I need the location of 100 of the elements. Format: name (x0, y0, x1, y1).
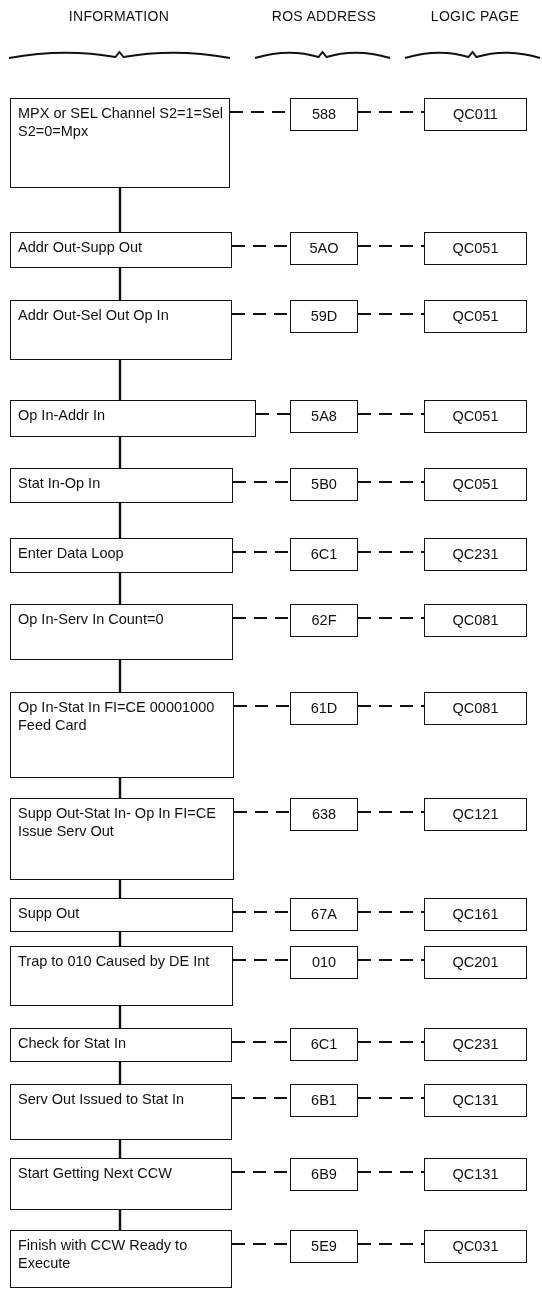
dashed-connector (233, 958, 290, 962)
step-text: Supp Out-Stat In- Op In FI=CE Issue Serv Out (17, 804, 217, 840)
page-reference-box (424, 692, 527, 725)
dashed-connector (358, 312, 424, 316)
page-reference-box (424, 538, 527, 571)
process-box (10, 604, 233, 660)
step-text: Addr Out-Sel Out Op In (17, 306, 170, 324)
dashed-connector (358, 1096, 424, 1100)
address-box (290, 400, 358, 433)
reference-code: QC161 (451, 905, 500, 923)
connector-line (118, 1062, 122, 1084)
address-box (290, 604, 358, 637)
page-reference-box (424, 1158, 527, 1191)
reference-code: 5A8 (310, 407, 338, 425)
step-text: Serv Out Issued to Stat In (17, 1090, 186, 1108)
address-box (290, 1084, 358, 1117)
address-box (290, 98, 358, 131)
reference-code: 5B0 (310, 475, 338, 493)
dashed-connector (232, 1242, 290, 1246)
process-box (10, 798, 234, 880)
dashed-connector (358, 910, 424, 914)
step-text: Enter Data Loop (17, 544, 125, 562)
address-box (290, 946, 358, 979)
dashed-connector (358, 810, 424, 814)
connector-line (118, 1140, 122, 1158)
dashed-connector (358, 480, 424, 484)
page-reference-box (424, 1084, 527, 1117)
connector-line (118, 1006, 122, 1028)
process-box (10, 1230, 232, 1288)
page-reference-box (424, 898, 527, 931)
step-text: Start Getting Next CCW (17, 1164, 173, 1182)
dashed-connector (256, 412, 290, 416)
connector-line (118, 188, 122, 232)
step-text: Op In-Stat In FI=CE 00001000 Feed Card (17, 698, 216, 734)
reference-code: 010 (310, 953, 338, 971)
step-text: MPX or SEL Channel S2=1=Sel S2=0=Mpx (17, 104, 224, 140)
reference-code: 6B1 (310, 1091, 338, 1109)
dashed-connector (233, 616, 290, 620)
reference-code: 588 (310, 105, 338, 123)
column-heading: INFORMATION (67, 8, 171, 24)
reference-code: 6B9 (310, 1165, 338, 1183)
dashed-connector (233, 910, 290, 914)
address-box (290, 1230, 358, 1263)
dashed-connector (358, 1170, 424, 1174)
page-reference-box (424, 468, 527, 501)
dashed-connector (232, 244, 290, 248)
reference-code: QC201 (451, 953, 500, 971)
page-reference-box (424, 400, 527, 433)
dashed-connector (358, 958, 424, 962)
page-reference-box (424, 1230, 527, 1263)
dashed-connector (358, 1040, 424, 1044)
page-reference-box (424, 1028, 527, 1061)
dashed-connector (232, 1096, 290, 1100)
reference-code: QC051 (451, 475, 500, 493)
reference-code: 5AO (308, 239, 340, 257)
reference-code: 6C1 (309, 545, 339, 563)
process-box (10, 1158, 232, 1210)
address-box (290, 1028, 358, 1061)
page-reference-box (424, 300, 527, 333)
dashed-connector (234, 704, 290, 708)
reference-code: QC131 (451, 1091, 500, 1109)
page-reference-box (424, 232, 527, 265)
address-box (290, 300, 358, 333)
column-heading: LOGIC PAGE (429, 8, 521, 24)
process-box (10, 946, 233, 1006)
dashed-connector (233, 480, 290, 484)
step-text: Stat In-Op In (17, 474, 102, 492)
dashed-connector (232, 1170, 290, 1174)
dashed-connector (358, 550, 424, 554)
step-text: Op In-Serv In Count=0 (17, 610, 165, 628)
page-reference-box (424, 798, 527, 831)
step-text: Finish with CCW Ready to Execute (17, 1236, 189, 1272)
connector-line (118, 880, 122, 898)
dashed-connector (358, 412, 424, 416)
address-box (290, 798, 358, 831)
reference-code: QC051 (451, 307, 500, 325)
address-box (290, 232, 358, 265)
reference-code: QC231 (451, 545, 500, 563)
reference-code: QC081 (451, 699, 500, 717)
process-box (10, 538, 233, 573)
reference-code: 6C1 (309, 1035, 339, 1053)
connector-line (118, 268, 122, 300)
reference-code: QC031 (451, 1237, 500, 1255)
dashed-connector (232, 1040, 290, 1044)
reference-code: 62F (310, 611, 338, 629)
connector-line (118, 660, 122, 692)
page-reference-box (424, 604, 527, 637)
address-box (290, 898, 358, 931)
process-box (10, 232, 232, 268)
step-text: Op In-Addr In (17, 406, 107, 424)
process-box (10, 1028, 232, 1062)
connector-line (118, 932, 122, 946)
reference-code: 67A (310, 905, 338, 923)
process-box (10, 898, 233, 932)
dashed-connector (233, 550, 290, 554)
reference-code: QC051 (451, 407, 500, 425)
address-box (290, 1158, 358, 1191)
reference-code: QC231 (451, 1035, 500, 1053)
dashed-connector (358, 704, 424, 708)
process-box (10, 1084, 232, 1140)
